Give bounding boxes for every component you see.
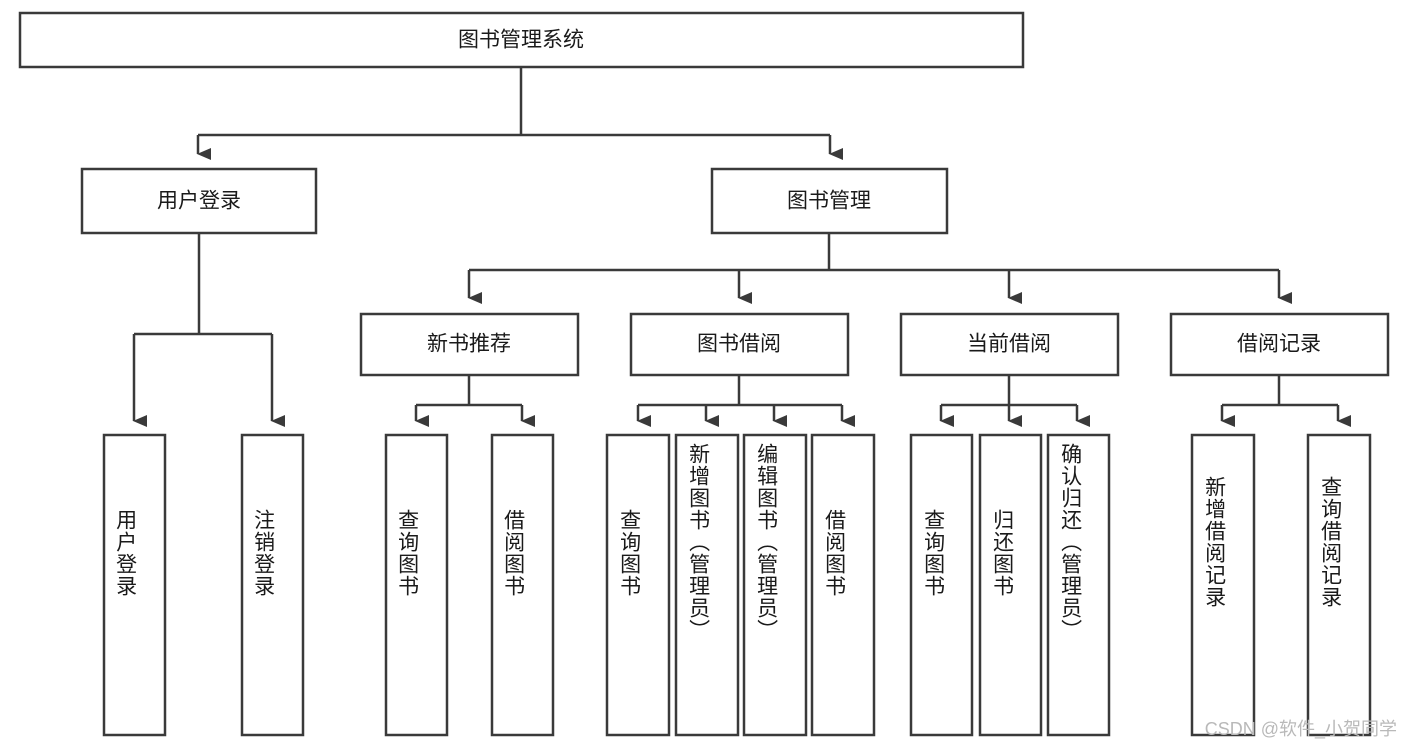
- node-leaf-borrow-book-2-box[interactable]: [810, 433, 876, 737]
- node-leaf-user-logout-box[interactable]: [240, 433, 305, 737]
- label-new-book-recommend: 新书推荐: [427, 333, 511, 356]
- label-book-manage: 图书管理: [787, 190, 871, 213]
- node-root-box[interactable]: [18, 11, 1025, 69]
- node-borrow-record-box[interactable]: [1169, 312, 1390, 377]
- node-leaf-confirm-return-box[interactable]: [1046, 433, 1111, 737]
- node-leaf-borrow-book-1-box[interactable]: [490, 433, 555, 737]
- label-current-borrow: 当前借阅: [967, 333, 1051, 356]
- csdn-watermark: CSDN @软件_小贺同学: [1204, 719, 1397, 739]
- label-user-login: 用户登录: [157, 190, 241, 213]
- label-borrow-record: 借阅记录: [1237, 333, 1321, 356]
- label-root: 图书管理系统: [458, 29, 584, 52]
- node-leaf-add-book-box[interactable]: [674, 433, 740, 737]
- node-leaf-query-book-2-box[interactable]: [605, 433, 671, 737]
- label-book-borrow: 图书借阅: [697, 333, 781, 356]
- node-leaf-return-book-box[interactable]: [978, 433, 1043, 737]
- node-leaf-query-book-3-box[interactable]: [909, 433, 974, 737]
- node-leaf-user-login-box[interactable]: [102, 433, 167, 737]
- node-new-book-recommend-box[interactable]: [359, 312, 580, 377]
- node-leaf-edit-book-box[interactable]: [742, 433, 808, 737]
- node-book-borrow-box[interactable]: [629, 312, 850, 377]
- node-current-borrow-box[interactable]: [899, 312, 1120, 377]
- node-leaf-query-book-1-box[interactable]: [384, 433, 449, 737]
- node-leaf-query-record-box[interactable]: [1306, 433, 1372, 737]
- node-book-manage-box[interactable]: [710, 167, 949, 235]
- node-leaf-add-record-box[interactable]: [1190, 433, 1256, 737]
